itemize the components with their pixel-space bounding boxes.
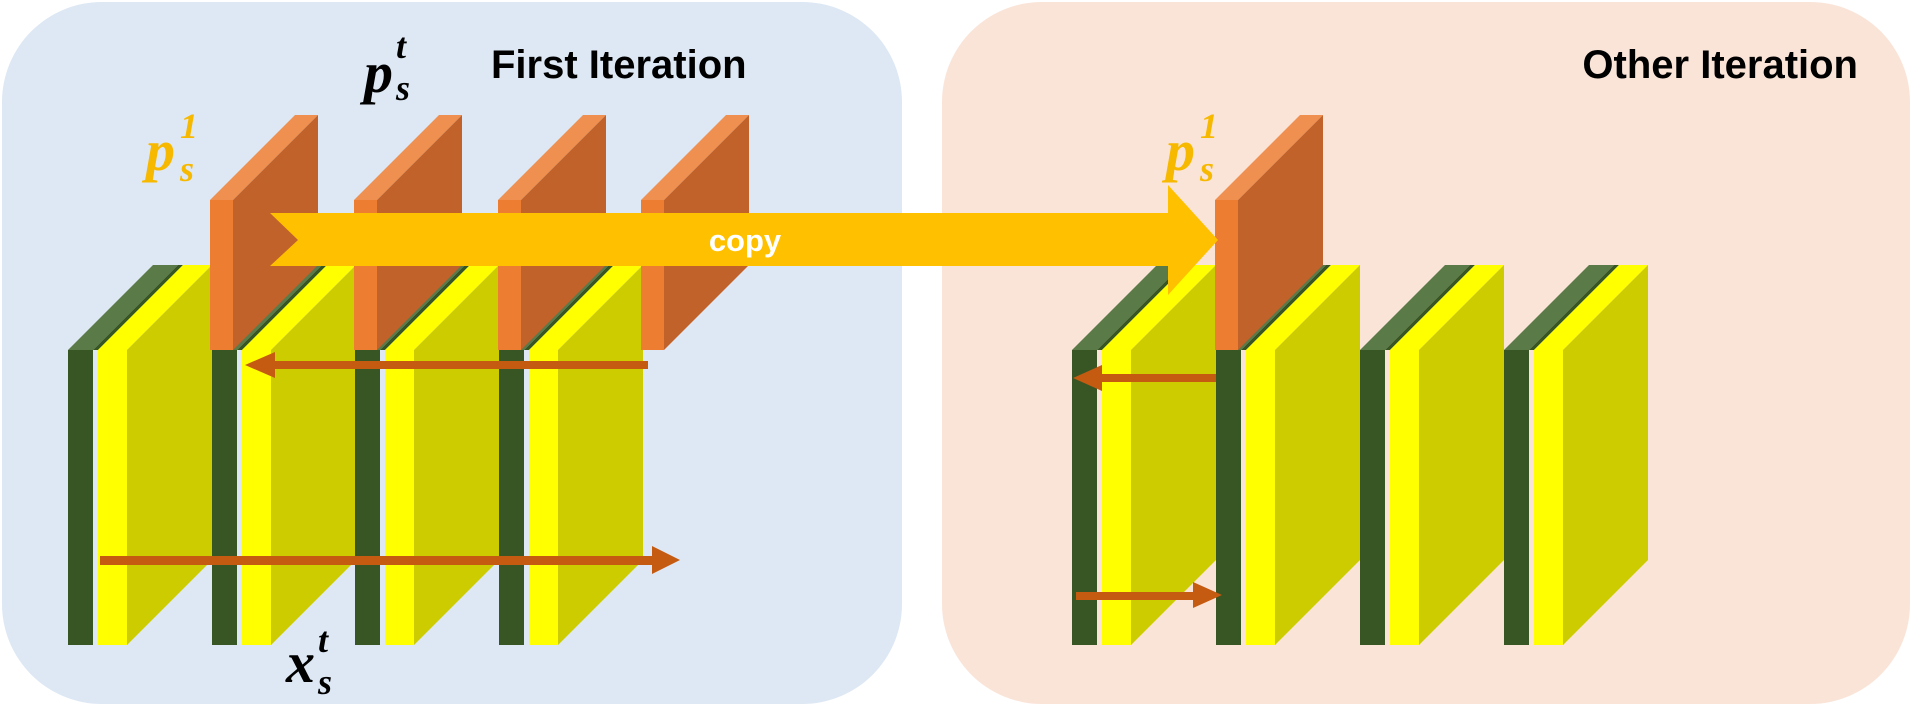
copy-arrow bbox=[270, 185, 1218, 295]
backward-arrow-right bbox=[1073, 365, 1216, 391]
svg-text:p: p bbox=[141, 118, 175, 183]
svg-text:p: p bbox=[1161, 118, 1195, 183]
svg-text:x: x bbox=[285, 630, 315, 695]
feature-slab-left-2 bbox=[212, 265, 356, 645]
prompt-slab-right bbox=[1215, 115, 1323, 350]
label-p-s-1-right: p 1 s bbox=[1161, 106, 1218, 189]
feature-slab-left-1 bbox=[68, 265, 212, 645]
svg-text:s: s bbox=[179, 149, 194, 189]
forward-arrow-right bbox=[1076, 582, 1222, 608]
svg-text:1: 1 bbox=[180, 106, 198, 146]
label-p-s-t: p t s bbox=[359, 26, 410, 108]
svg-text:t: t bbox=[318, 620, 329, 660]
first-iteration-title: First Iteration bbox=[491, 43, 747, 87]
feature-slab-left-4 bbox=[499, 265, 643, 645]
label-p-s-1-left: p 1 s bbox=[141, 106, 198, 189]
svg-text:s: s bbox=[395, 68, 410, 108]
prompt-slab-left-1 bbox=[210, 115, 318, 350]
feature-slab-right-3 bbox=[1360, 265, 1504, 645]
forward-arrow-left bbox=[100, 546, 680, 574]
feature-slab-right-4 bbox=[1504, 265, 1648, 645]
svg-text:s: s bbox=[1199, 149, 1214, 189]
other-iteration-title: Other Iteration bbox=[1582, 43, 1858, 87]
backward-arrow-left bbox=[245, 352, 648, 378]
svg-text:p: p bbox=[359, 40, 393, 105]
label-x-s-t: x t s bbox=[285, 620, 332, 702]
svg-text:t: t bbox=[396, 26, 407, 66]
svg-text:1: 1 bbox=[1200, 106, 1218, 146]
copy-label: copy bbox=[709, 223, 782, 258]
svg-text:s: s bbox=[317, 662, 332, 702]
